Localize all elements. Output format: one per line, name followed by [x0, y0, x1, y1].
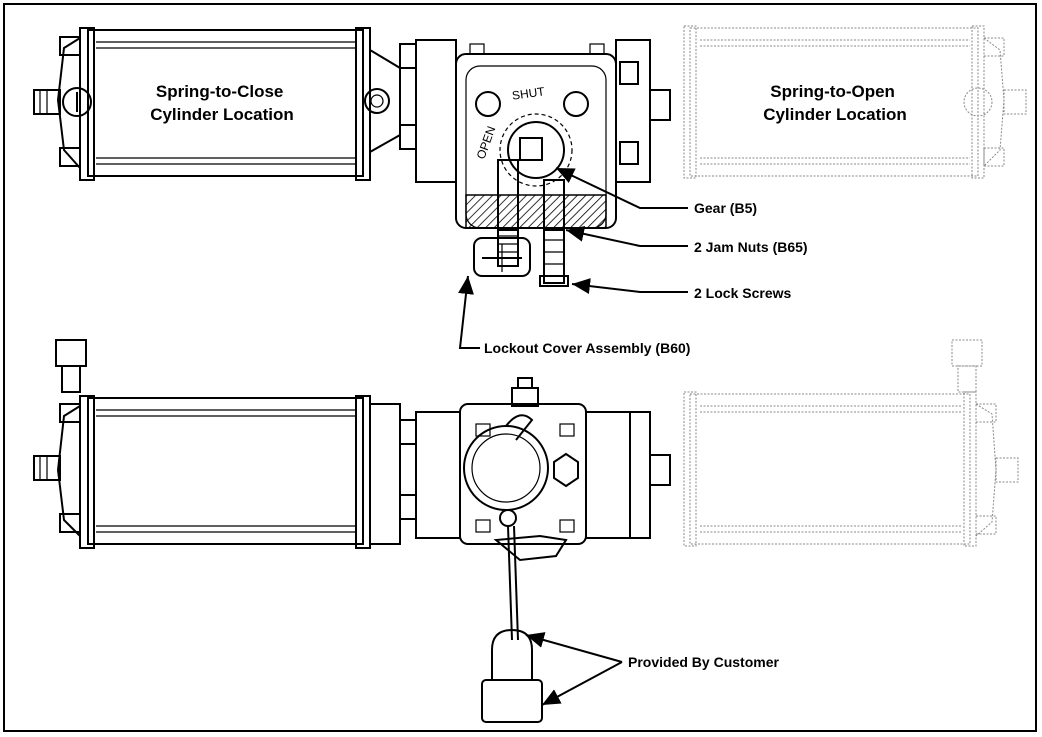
- top-gear-housing: [415, 39, 671, 231]
- drawing-frame: [3, 3, 1037, 732]
- bottom-right-cylinder-ghost: [683, 339, 1019, 547]
- spring-to-close-label: Spring-to-Close Cylinder Location: [150, 82, 294, 124]
- lock-screws: [497, 227, 569, 287]
- provided-by-customer-label: Provided By Customer: [628, 654, 779, 670]
- top-left-cylinder: [33, 27, 417, 181]
- dial-open-text: OPEN: [474, 124, 499, 161]
- leader-lines: [458, 167, 688, 706]
- lock-screws-label: 2 Lock Screws: [694, 285, 791, 301]
- top-right-cylinder-ghost: [683, 25, 1027, 179]
- padlock: [481, 628, 543, 723]
- spring-to-open-label: Spring-to-Open Cylinder Location: [763, 82, 907, 124]
- lockout-cover-label: Lockout Cover Assembly (B60): [484, 340, 690, 356]
- gear-label: Gear (B5): [694, 200, 757, 216]
- bottom-center-housing: [415, 377, 671, 641]
- lockout-cover-assembly: [473, 237, 531, 277]
- dial-shut-text: SHUT: [511, 84, 546, 103]
- bottom-left-cylinder: [33, 339, 417, 549]
- jam-nuts-label: 2 Jam Nuts (B65): [694, 239, 808, 255]
